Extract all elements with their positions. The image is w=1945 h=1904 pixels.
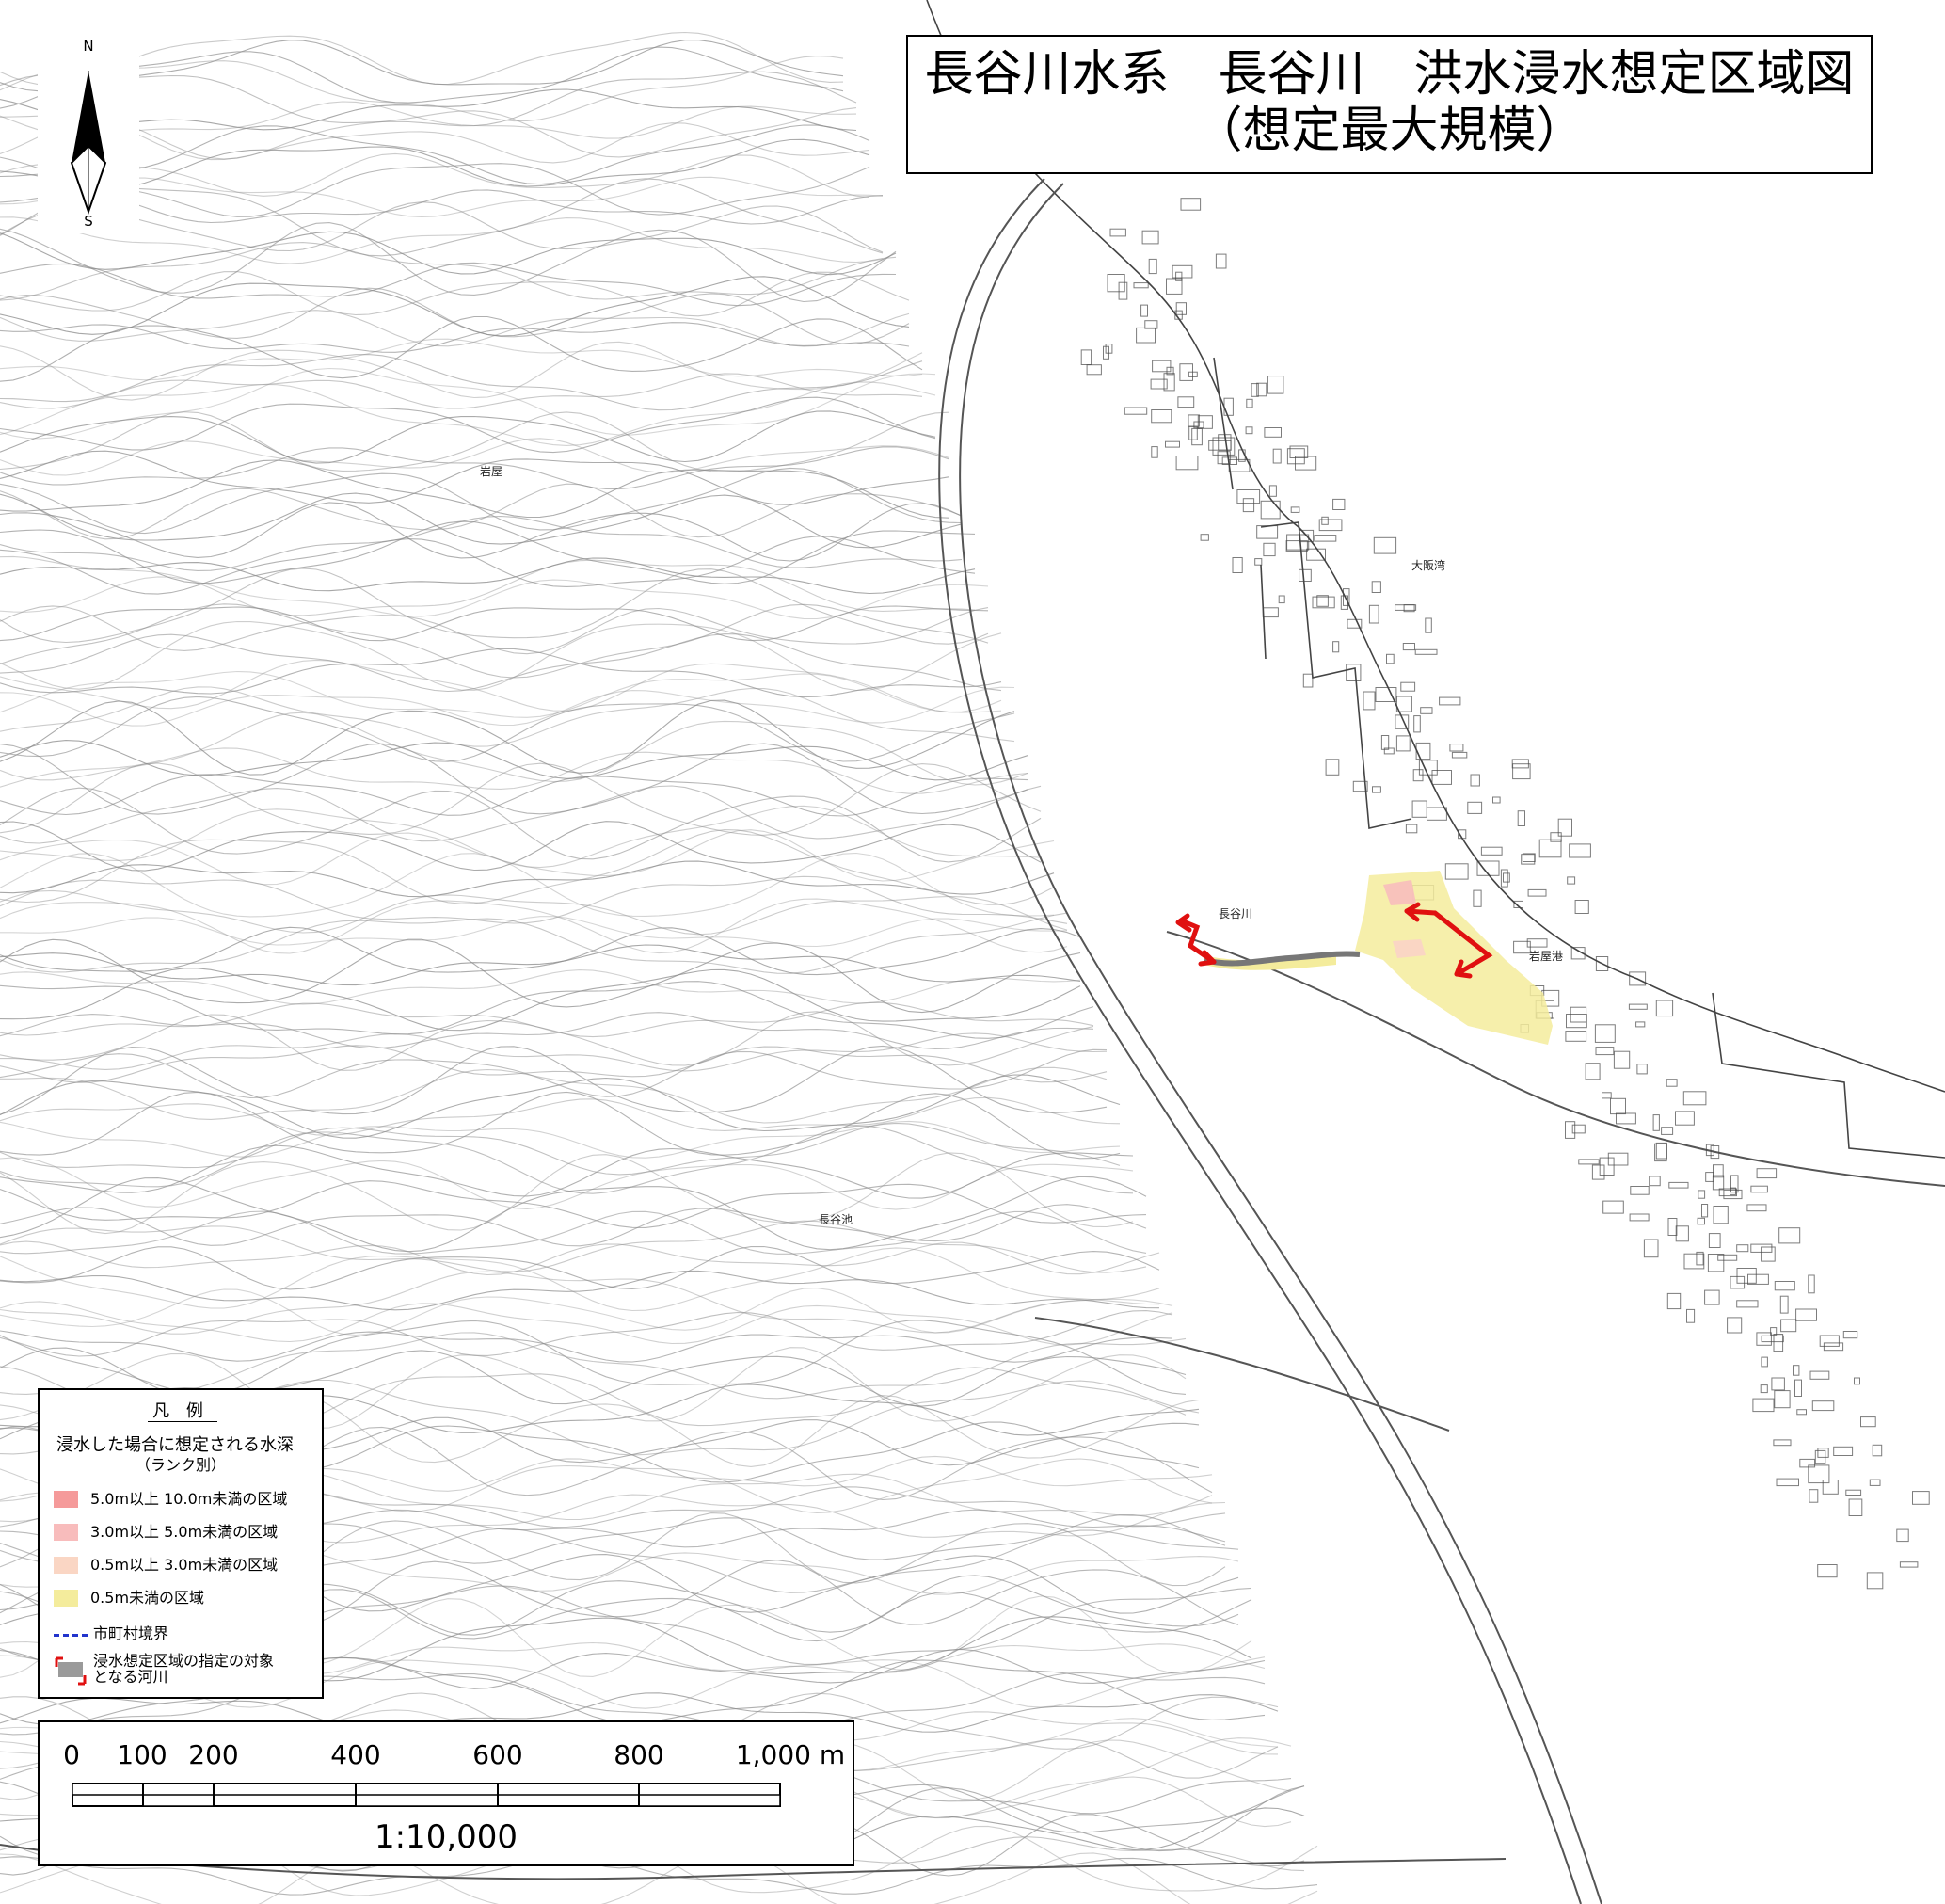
legend-swatch [54,1557,78,1574]
target-river-markers [1175,902,1493,979]
legend-swatch [54,1590,78,1607]
legend-swatch [54,1524,78,1541]
scale-tick-label: 0 [63,1739,80,1770]
legend: 凡 例 浸水した場合に想定される水深 （ランク別） 5.0m以上 10.0m未満… [38,1388,324,1699]
south-label: S [84,213,93,230]
legend-subtitle: 浸水した場合に想定される水深 [56,1435,294,1455]
roads [0,178,1945,1904]
scale-tick-label: 100 [117,1739,167,1770]
label-hase-river: 長谷川 [1219,907,1252,920]
legend-item-label: 0.5m以上 3.0m未満の区域 [90,1556,279,1574]
legend-item-label: 0.5m未満の区域 [90,1589,205,1607]
scale-tick-label: 800 [614,1739,664,1770]
scale-tick-label: 200 [188,1739,239,1770]
map-title: 長谷川水系 長谷川 洪水浸水想定区域図 [924,46,1855,103]
legend-item-label: 5.0m以上 10.0m未満の区域 [90,1490,288,1508]
legend-item-label: 市町村境界 [93,1624,169,1642]
scale-tick-label: 400 [330,1739,381,1770]
north-arrow-icon [70,71,107,216]
label-osaka-bay: 大阪湾 [1411,558,1445,572]
scale-tick-label: 600 [472,1739,523,1770]
scale-tick-label: 1,000 m [735,1739,846,1770]
target-river-label-line1: 浸水想定区域の指定の対象 [93,1652,275,1670]
target-river-label-line2: となる河川 [93,1668,168,1686]
north-label: N [83,38,94,55]
map-title-box: 長谷川水系 長谷川 洪水浸水想定区域図 （想定最大規模） [906,35,1873,174]
scale-ratio: 1:10,000 [374,1818,518,1856]
legend-subtitle-rank: （ランク別） [135,1456,226,1474]
hase-river [1204,951,1361,967]
scale-bar-box: 0 100 200 400 600 800 1,000 m 1:10,000 [38,1720,854,1866]
target-river-icon [55,1656,87,1686]
label-iwaya: 岩屋 [480,464,502,478]
map-place-labels: 大阪湾 岩屋港 長谷池 長谷川 岩屋 [480,464,1563,1226]
legend-item-label: 3.0m以上 5.0m未満の区域 [90,1523,279,1541]
legend-title-rule [148,1421,217,1422]
urban-blocks [1080,198,1930,1590]
dashed-boundary-icon [54,1634,88,1637]
legend-swatch [54,1491,78,1508]
map-subtitle: （想定最大規模） [1193,103,1586,159]
label-iwaya-port: 岩屋港 [1529,949,1563,963]
scale-bar [72,1783,781,1807]
north-arrow: N S [38,28,139,233]
coastline [926,0,1945,1159]
legend-title: 凡 例 [152,1401,209,1421]
label-nagatani-pond: 長谷池 [819,1213,853,1226]
legend-item-label: 浸水想定区域の指定の対象 となる河川 [93,1653,274,1685]
